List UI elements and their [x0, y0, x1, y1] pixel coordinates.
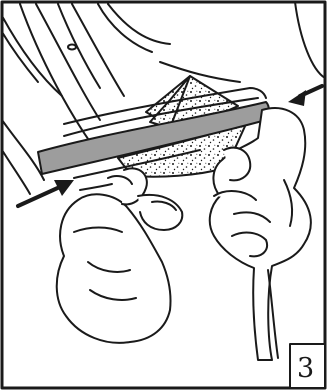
step-number-label: 3	[297, 353, 314, 384]
